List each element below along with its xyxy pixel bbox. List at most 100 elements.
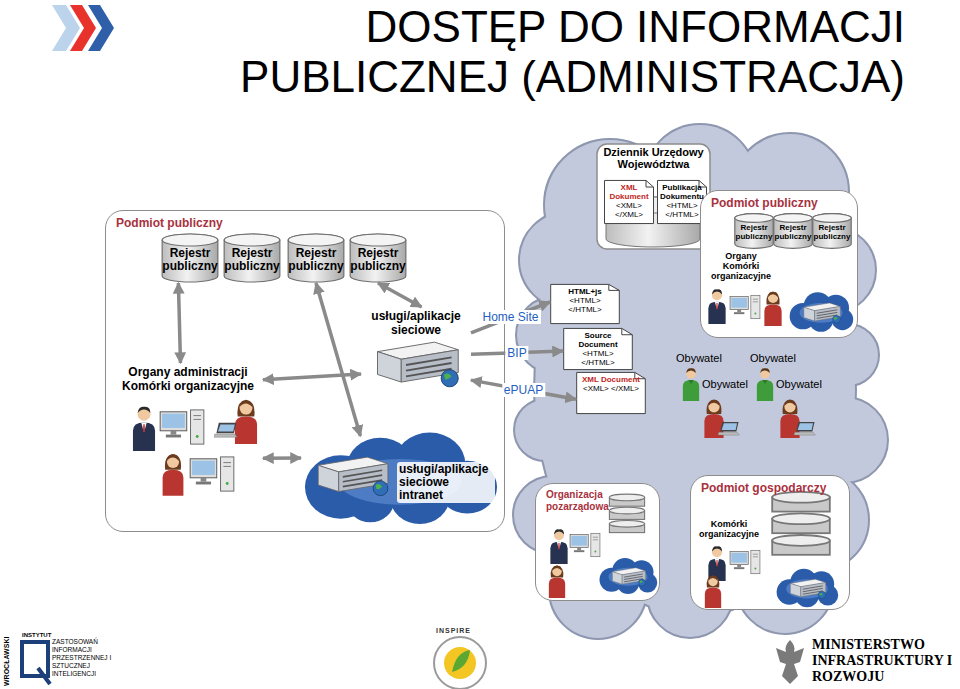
connector-arrow: [263, 456, 301, 460]
logo-text: ZASTOSOWAŃ INFORMACJI PRZESTRZENNEJ I SZ…: [52, 638, 118, 678]
node-text: Organizacja pozarządowa: [546, 489, 610, 513]
node-text: Organy administracji Komórki organizacyj…: [113, 363, 263, 393]
laptop-icon: [794, 422, 815, 435]
register-cylinder: Rejestr publiczny: [734, 213, 774, 249]
node-text: <XML> </XML>: [604, 201, 654, 222]
person-icon: [764, 291, 781, 326]
node-text: Podmiot publiczny: [116, 216, 494, 230]
person-icon: [708, 546, 725, 581]
cloud-server-icon: [777, 569, 839, 607]
institute-logo: [22, 642, 48, 676]
person-icon: [163, 454, 184, 496]
register-cylinder: Rejestr publiczny: [349, 233, 407, 283]
connector-arrow: [378, 283, 422, 307]
node-text: <XML> </XML>: [576, 384, 646, 396]
node-text: Rejestr publiczny: [349, 233, 407, 277]
node-text: Podmiot gospodarczy: [701, 481, 839, 495]
person-icon: [133, 407, 155, 451]
node-text: Dziennik Urzędowy Województwa: [596, 143, 711, 170]
connector-arrow: [178, 283, 180, 363]
citizen-label: Obywatel: [676, 352, 722, 365]
database-icon: [609, 494, 644, 532]
node-text: usługi/aplikacje sieciowe intranet: [397, 462, 495, 503]
ministry-name: MINISTERSTWO INFRASTRUKTURY I ROZWOJU: [812, 637, 957, 685]
node-text: <HTML> </HTML>: [550, 296, 620, 317]
server-icon: [378, 342, 459, 387]
document-box: XML Document<XML> </XML>: [576, 372, 646, 414]
laptop-icon: [718, 422, 739, 435]
logo-text: INSTYTUT: [22, 632, 51, 639]
connector-arrow: [471, 302, 550, 333]
citizen-icon: [757, 368, 773, 401]
server-icon: [318, 457, 388, 496]
node-text: usługi/aplikacje sieciowe: [361, 307, 471, 337]
citizen-label: Obywatel: [702, 378, 748, 391]
register-cylinder: Rejestr publiczny: [161, 233, 219, 283]
document-box: Publikacja Dokumentu<HTML> </HTML>: [657, 180, 707, 224]
register-cylinder: Rejestr publiczny: [812, 213, 852, 249]
logo-text: INSPIRE: [436, 627, 471, 635]
connector-arrow: [316, 283, 360, 436]
laptop-icon: [214, 423, 237, 437]
edge-label: ePUAP: [502, 383, 545, 397]
node-text: Rejestr publiczny: [287, 233, 345, 277]
person-icon: [705, 575, 721, 608]
person-icon: [708, 289, 725, 324]
document-box: Source Document<HTML> </HTML>: [563, 328, 633, 370]
cloud-outline: [514, 125, 887, 638]
institute-logo: [38, 668, 50, 684]
logo-chevron: [70, 5, 96, 51]
node-text: XML Document: [576, 372, 646, 384]
computer-icon: [160, 410, 204, 444]
register-cylinder: Rejestr publiczny: [773, 213, 813, 249]
node-text: Rejestr publiczny: [773, 213, 813, 244]
citizen-label: Obywatel: [776, 378, 822, 391]
node-text: Rejestr publiczny: [812, 213, 852, 244]
connector-arrow: [263, 374, 361, 380]
node-text: Organy Komórki organizacyjne: [706, 251, 776, 281]
computer-icon: [570, 533, 600, 556]
node-text: XML Dokument: [604, 180, 654, 201]
node-text: Source Document: [563, 328, 633, 349]
person-icon: [235, 400, 257, 444]
inspire-logo: [444, 647, 476, 679]
edge-label: BIP: [505, 346, 528, 360]
node-text: Rejestr publiczny: [734, 213, 774, 244]
node-text: <HTML> </HTML>: [563, 349, 633, 370]
person-icon: [550, 529, 567, 564]
logo-text: WROCŁAWSKI: [3, 637, 11, 686]
computer-icon: [730, 295, 760, 318]
logo-chevron: [88, 5, 114, 51]
cloud-server-icon: [790, 292, 854, 332]
node-text: HTML+js: [550, 284, 620, 296]
unit-group: Komórki organizacyjne: [698, 519, 760, 545]
node-text: Komórki organizacyjne: [698, 519, 760, 539]
page-title: DOSTĘP DO INFORMACJI PUBLICZNEJ (ADMINIS…: [155, 2, 905, 102]
computer-icon: [730, 550, 760, 573]
document-box: XML Dokument<XML> </XML>: [604, 180, 654, 224]
cloud-server-icon: [600, 558, 658, 594]
node-text: <HTML> </HTML>: [657, 201, 707, 222]
citizen-label: Obywatel: [750, 352, 796, 365]
computer-icon: [190, 457, 234, 491]
journal-box: Dziennik Urzędowy WojewództwaXML Dokumen…: [596, 143, 711, 250]
cloud-fill: [514, 125, 887, 638]
connector-arrow: [471, 380, 576, 399]
node-text: Publikacja Dokumentu: [657, 180, 707, 201]
inspire-logo: [434, 637, 486, 689]
document-box: HTML+js<HTML> </HTML>: [550, 284, 620, 324]
register-cylinder: Rejestr publiczny: [223, 233, 281, 283]
person-icon: [549, 565, 565, 598]
edge-label: Home Site: [480, 310, 540, 324]
eagle-emblem: [776, 640, 804, 684]
database-icon: [772, 492, 830, 555]
inspire-logo: [452, 650, 470, 672]
citizen-icon: [683, 368, 699, 401]
unit-group: Organy Komórki organizacyjne: [706, 251, 776, 285]
node-text: Rejestr publiczny: [223, 233, 281, 277]
node-text: Podmiot publiczny: [711, 196, 847, 210]
node-text: Rejestr publiczny: [161, 233, 219, 277]
